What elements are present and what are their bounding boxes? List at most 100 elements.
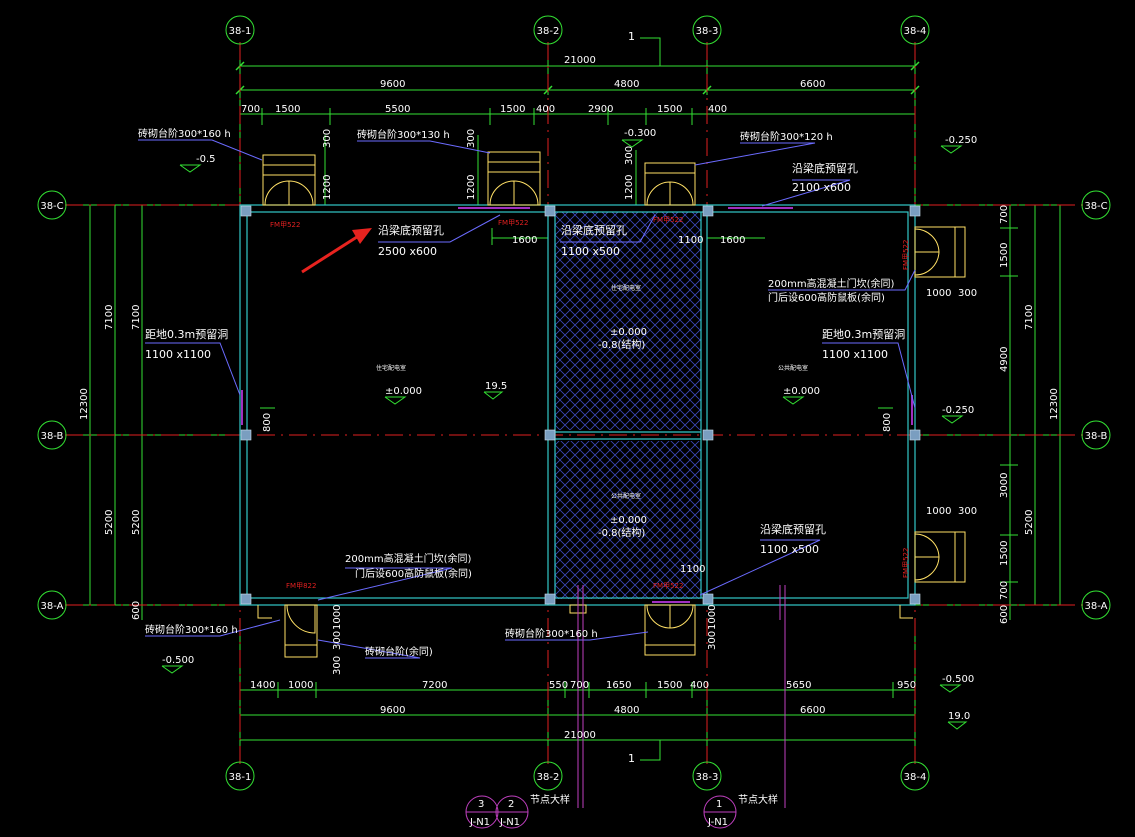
axis-bubble-top-1-circle (225, 15, 255, 45)
wall-openings (241, 207, 913, 603)
dim-right-inner-2: 1500 (999, 243, 1010, 268)
dim-seg-bottom-2: 4800 (614, 705, 639, 716)
doors-and-steps (257, 151, 966, 658)
elev-2: -0.300 (624, 128, 656, 139)
building-walls (239, 204, 916, 606)
section-mark-top: 1 (628, 30, 635, 43)
dim-detail-top-5: 400 (536, 104, 555, 115)
axis-bubble-left-3-circle (37, 590, 67, 620)
section-mark-bottom: 1 (628, 752, 635, 765)
axis-bubble-right-2: 38-B (1085, 431, 1108, 442)
dim-right-seg-2: 5200 (1024, 510, 1035, 535)
axis-bubble-bottom-4: 38-4 (904, 772, 927, 783)
dim-detail-bottom-5: 700 (570, 680, 589, 691)
elev-1: -0.5 (196, 154, 216, 165)
elev-6: ±0.000 (783, 386, 820, 397)
dim-right-total: 12300 (1049, 388, 1060, 420)
dim-total-bottom: 21000 (564, 730, 596, 741)
dim-seg-bottom-1: 9600 (380, 705, 405, 716)
hatched-room-north (555, 212, 701, 430)
dim-detail-bottom-6: 1650 (606, 680, 631, 691)
dim-detail-bottom-4: 550 (549, 680, 568, 691)
callout-bubbles (465, 795, 737, 829)
dim-detail-top-8: 400 (708, 104, 727, 115)
elevation-text: -0.5 -0.300 -0.250 ±0.000 19.5 ±0.000 -0… (162, 128, 977, 722)
callout-text-1: 节点大样 (530, 793, 570, 806)
axis-bubble-right-3-circle (1081, 590, 1111, 620)
dim-misc-13: 300 (958, 288, 977, 299)
dim-left-inner-2: 5200 (131, 510, 142, 535)
label-opening-2: 沿梁底预留孔 (378, 223, 444, 237)
door-tag-6: FM甲522 (653, 582, 683, 590)
dim-seg-top-3: 6600 (800, 79, 825, 90)
annotation-labels: 砖砌台阶300*160 h 砖砌台阶300*130 h 砖砌台阶300*120 … (138, 127, 905, 658)
dim-right-inner-4: 3000 (999, 473, 1010, 498)
elev-4: ±0.000 (385, 386, 422, 397)
dim-right-inner-5: 1500 (999, 541, 1010, 566)
elev-3: -0.250 (945, 135, 977, 146)
dim-misc-20: 1000 (707, 605, 718, 630)
label-step-6: 砖砌台阶300*160 h (505, 627, 598, 640)
label-opening-4-size: 1100 x500 (760, 543, 819, 556)
dim-misc-14: 1000 (926, 506, 951, 517)
door-tag-3: FM甲522 (653, 216, 683, 224)
dim-misc-6: 1200 (624, 175, 635, 200)
hatched-room-south (555, 441, 701, 599)
structural-columns (240, 205, 921, 605)
elev-9: -0.500 (942, 674, 974, 685)
callout-1-num: 3 (478, 799, 484, 810)
dim-misc-1: 1200 (322, 175, 333, 200)
label-room-center-2b: -0.8(结构) (598, 526, 645, 539)
dim-right-seg-1: 7100 (1024, 305, 1035, 330)
axis-bubble-bottom-1-circle (225, 761, 255, 791)
dim-right-inner-6: 700 (999, 581, 1010, 600)
label-hole-right-size: 1100 x1100 (822, 348, 888, 361)
callout-text: 3 J-N1 2 J-N1 1 J-N1 节点大样 节点大样 (469, 793, 778, 828)
dim-detail-top-7: 1500 (657, 104, 682, 115)
axis-bubble-left-2: 38-B (41, 431, 64, 442)
axis-bubble-top-2-circle (533, 15, 563, 45)
axis-bubble-top-4: 38-4 (904, 26, 927, 37)
dim-misc-2: 300 (322, 129, 333, 148)
door-tag-2: FM甲522 (498, 219, 528, 227)
dim-left-total: 12300 (79, 388, 90, 420)
label-sill-right: 200mm高混凝土门坎(余同) (768, 277, 894, 290)
axis-bubble-bottom-2: 38-2 (537, 772, 560, 783)
axis-bubble-bottom-3: 38-3 (696, 772, 719, 783)
dim-left-inner-3: 600 (131, 601, 142, 620)
dim-detail-top-6: 2900 (588, 104, 613, 115)
dim-misc-18: 1000 (332, 605, 343, 630)
dimension-text: 21000 9600 4800 6600 700 1500 5500 1500 … (79, 55, 1060, 741)
dim-misc-15: 300 (958, 506, 977, 517)
axis-bubble-bottom-3-circle (692, 761, 722, 791)
axis-bubble-top-2: 38-2 (537, 26, 560, 37)
label-opening-4: 沿梁底预留孔 (760, 522, 826, 536)
axis-bubble-right-3: 38-A (1085, 601, 1108, 612)
elev-7: -0.250 (942, 405, 974, 416)
dim-detail-bottom-2: 1000 (288, 680, 313, 691)
room-name-1: 住宅配电室 (376, 364, 406, 372)
dim-detail-top-3: 5500 (385, 104, 410, 115)
dim-misc-17: 300 (332, 631, 343, 650)
door-tag-1: FM甲522 (270, 221, 300, 229)
label-sill-bottom: 200mm高混凝土门坎(余同) (345, 552, 471, 565)
dim-misc-12: 1000 (926, 288, 951, 299)
leader-lines (138, 139, 916, 659)
dim-left-inner-1: 7100 (131, 305, 142, 330)
dim-detail-bottom-7: 1500 (657, 680, 682, 691)
dim-left-seg-1: 7100 (104, 305, 115, 330)
axis-bubble-left-1: 38-C (40, 201, 63, 212)
dim-detail-top-1: 700 (241, 104, 260, 115)
dim-detail-top-2: 1500 (275, 104, 300, 115)
axis-bubble-top-4-circle (900, 15, 930, 45)
label-step-2: 砖砌台阶300*130 h (357, 128, 450, 141)
dim-misc-21: 300 (332, 656, 343, 675)
dim-seg-bottom-3: 6600 (800, 705, 825, 716)
label-room-center-1: ±0.000 (610, 327, 647, 338)
axis-bubble-left-2-circle (37, 420, 67, 450)
label-opening-1-size: 2100 x600 (792, 181, 851, 194)
dim-misc-16: 1100 (680, 564, 705, 575)
axis-bubble-right-1: 38-C (1084, 201, 1107, 212)
axis-bubble-right-2-circle (1081, 420, 1111, 450)
